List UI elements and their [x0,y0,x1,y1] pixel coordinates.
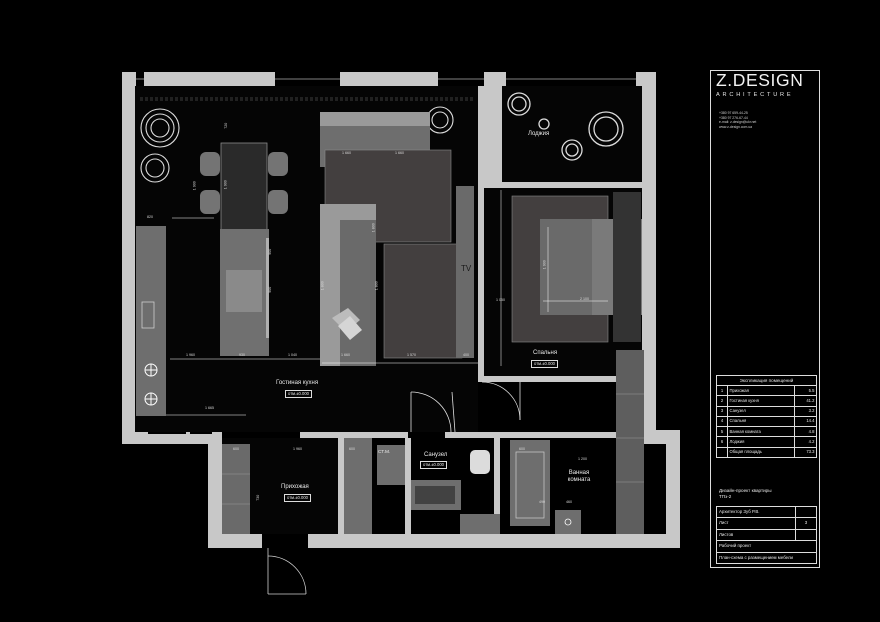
dimension-label: 1 200 [578,457,587,461]
living-sofas [320,112,474,366]
project-object: ТПз-2 [719,494,732,499]
kitchen-plants [140,106,454,183]
wc [344,438,490,534]
room-label-bedroom: Спальня [533,350,558,356]
contact-website: www.z-design.com.ua [719,124,752,129]
bathroom [510,440,581,534]
corridor-wardrobe [616,350,644,534]
dimension-label: 1 960 [293,447,302,451]
tv-label: TV [461,264,472,273]
dimension-label: 1 800 [374,281,379,291]
table-row: Рабочий проект [716,540,817,553]
dimension-label: 1 040 [288,353,297,357]
hall-wardrobe [222,444,250,534]
dimension-label: 600 [233,447,239,451]
contact-email: e-mail: z.design@ukr.net [719,120,757,125]
dimension-label: 900 [268,248,273,255]
dimension-label: 1 900 [542,260,547,270]
room-label-bath: Ванная комната [567,470,591,483]
room-label-wc: Санузел [424,452,448,458]
dimension-label: 820 [147,215,153,219]
project-info: Дизайн-проект квартиры ТПз-2 [719,488,772,500]
dimension-label: 600 [349,447,355,451]
room-label-loggia: Лоджия [528,131,550,137]
level-mark-wc: отм.±0.000 [420,461,447,469]
table-row: Листов [716,528,817,542]
logo-subtitle: ARCHITECTURE [716,91,794,98]
washer-label: СТ.М. [378,450,391,455]
kitchen-island [220,229,269,356]
dimension-label: 400 [463,353,469,357]
bedroom [484,188,642,376]
level-mark-hall: отм.±0.000 [284,494,311,502]
loggia [502,86,642,182]
dimension-label: 900 [268,286,273,293]
kitchen-counter [136,226,166,416]
dimension-label: 1 050 [496,298,505,302]
project-title: Дизайн-проект квартиры [719,488,772,493]
dimension-label: 1 960 [186,353,195,357]
dimension-label: 1 800 [320,281,325,291]
contacts: +380 97 659-44-25 +380 97 276-67-44 e-ma… [719,111,756,129]
logo: Z.DESIGN ARCHITECTURE [716,70,818,98]
dimension-label: 1 570 [407,353,416,357]
room-label-living-kitchen: Гостиная кухня [276,380,319,386]
table-row: Архитектор Зуб Р.В. [716,505,817,519]
dimension-label: 1 660 [395,151,404,155]
dimension-label: 730 [256,494,261,501]
dimension-label: 930 [239,353,245,357]
dimension-label: 1 900 [192,181,197,191]
dimension-label: 1 665 [205,406,214,410]
explication-title: Экспликация помещений [716,375,817,385]
title-block [710,70,820,568]
dining-table [200,142,288,232]
logo-name: Z.DESIGN [716,70,804,90]
contact-phone-2: +380 97 276-67-44 [719,115,748,120]
dimension-label: 600 [519,447,525,451]
level-mark-living: отм.±0.000 [285,390,312,398]
dimension-label: 2 100 [580,297,589,301]
dimension-label: 490 [539,500,545,504]
dimension-label: 1 660 [342,151,351,155]
dimension-label: 460 [566,500,572,504]
contact-phone-1: +380 97 659-44-25 [719,111,748,115]
dimension-label: 1 800 [371,223,376,233]
dimension-label: 720 [224,122,229,129]
table-row: План-схема с размещением мебели [716,551,817,564]
level-mark-bedroom: отм.±0.000 [531,360,558,368]
dimension-label: 1 660 [341,353,350,357]
room-label-hall: Прихожая [281,484,309,490]
dimension-label: 1 900 [223,180,228,190]
